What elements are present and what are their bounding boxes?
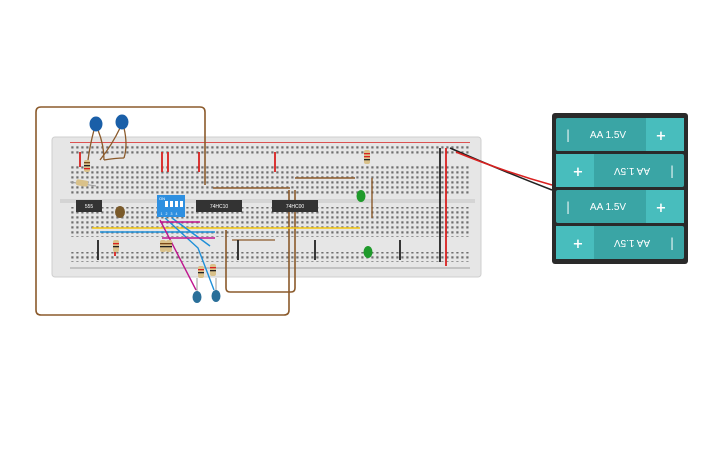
bottom-power-rail — [70, 252, 470, 262]
chip-74hc00-label: 74HC00 — [286, 204, 305, 210]
chip-74hc00[interactable]: 74HC00 — [272, 200, 318, 212]
ceramic-capacitor-2[interactable] — [99, 114, 129, 161]
cell-4-label: AA 1.5V — [614, 237, 650, 248]
dip-switch[interactable]: ON 1 2 3 4 — [157, 195, 185, 217]
chip-74hc10-label: 74HC10 — [210, 204, 229, 210]
resistor-r4[interactable] — [160, 240, 166, 252]
cell-3-plus: + — [656, 201, 667, 216]
cell-2-label: AA 1.5V — [614, 165, 650, 176]
led-blue-2[interactable] — [211, 278, 221, 302]
resistor-r7[interactable] — [210, 264, 216, 276]
rail-jumpers-right[interactable] — [439, 148, 447, 266]
cell-2-minus: | — [670, 164, 674, 178]
battery-leads[interactable] — [449, 147, 553, 191]
resistor-r1[interactable] — [84, 160, 90, 172]
led-green-bottom[interactable] — [363, 246, 373, 258]
dip-num-2: 2 — [166, 212, 168, 216]
capacitor-link-wire[interactable] — [103, 157, 125, 161]
red-jumpers-top[interactable] — [79, 152, 276, 172]
resistor-r3[interactable] — [113, 240, 119, 252]
resistor-r6[interactable] — [198, 266, 204, 278]
battery-pack[interactable]: | AA 1.5V + + AA 1.5V | | AA 1.5V + + AA… — [552, 113, 688, 264]
cell-4-minus: | — [670, 236, 674, 250]
dip-num-1: 1 — [161, 212, 163, 216]
breadboard — [51, 136, 482, 278]
cell-3-minus: | — [566, 200, 570, 214]
battery-cell-3: | AA 1.5V + — [556, 190, 684, 223]
upper-terminal-strip — [70, 165, 470, 195]
cell-3-label: AA 1.5V — [590, 202, 626, 213]
resistor-r8[interactable] — [364, 150, 370, 164]
electrolytic-capacitor[interactable] — [115, 206, 125, 218]
magenta-wires[interactable] — [159, 219, 215, 291]
chip-555[interactable]: 555 — [76, 200, 102, 212]
chip-555-label: 555 — [85, 204, 94, 210]
cell-4-plus: + — [573, 237, 584, 252]
external-brown-wires[interactable] — [35, 106, 296, 316]
cell-1-minus: | — [566, 128, 570, 142]
resistor-r2[interactable] — [69, 179, 97, 187]
cell-2-plus: + — [573, 165, 584, 180]
cell-1-label: AA 1.5V — [590, 130, 626, 141]
center-channel — [60, 199, 475, 203]
led-green-top[interactable] — [356, 190, 366, 202]
top-power-rail — [70, 145, 470, 155]
battery-cell-1: | AA 1.5V + — [556, 118, 684, 151]
chip-74hc10[interactable]: 74HC10 — [196, 200, 242, 212]
led-blue-1[interactable] — [192, 278, 202, 303]
dip-on-label: ON — [159, 196, 165, 201]
battery-cell-4: + AA 1.5V | — [556, 226, 684, 259]
battery-cell-2: + AA 1.5V | — [556, 154, 684, 187]
dip-num-4: 4 — [176, 212, 178, 216]
resistor-r5[interactable] — [166, 240, 172, 252]
dip-num-3: 3 — [171, 212, 173, 216]
cell-1-plus: + — [656, 129, 667, 144]
ceramic-capacitor-1[interactable] — [87, 116, 105, 161]
brown-wires-upper[interactable] — [213, 177, 373, 218]
